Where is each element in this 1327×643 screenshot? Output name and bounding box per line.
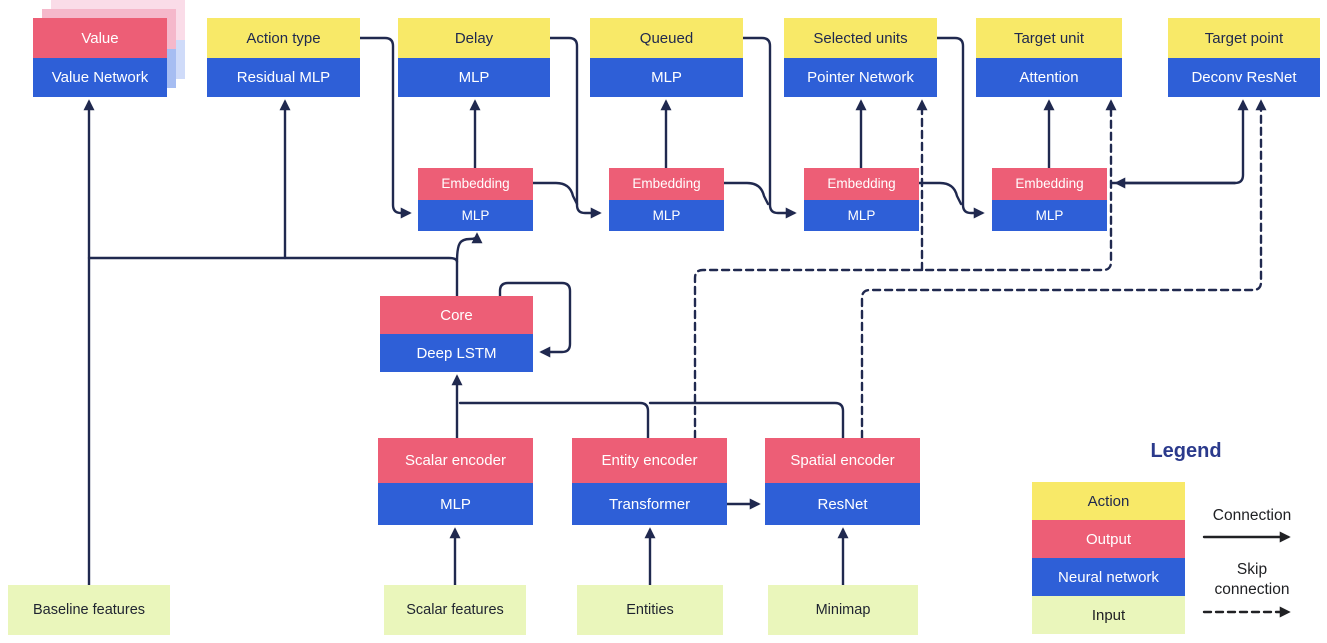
entity-encoder-label: Entity encoder	[572, 438, 727, 483]
node-minimap: Minimap	[768, 585, 918, 635]
node-value-output-label: Value	[33, 18, 167, 58]
line-entity-encoder-to-core	[458, 401, 650, 440]
node-queued-label: Queued	[590, 18, 743, 58]
node-baseline-features: Baseline features	[8, 585, 170, 635]
embedding3-label: Embedding	[804, 168, 919, 200]
node-target-point-label: Target point	[1168, 18, 1320, 58]
legend-color-key: Action Output Neural network Input	[1032, 482, 1185, 634]
spatial-encoder-label: Spatial encoder	[765, 438, 920, 483]
scalar-encoder-mlp-label: MLP	[378, 483, 533, 525]
scalar-encoder-label: Scalar encoder	[378, 438, 533, 483]
node-queued: Queued MLP	[590, 18, 743, 97]
node-embedding-4: Embedding MLP	[992, 168, 1107, 231]
arrow-to-deconv-resnet	[1110, 99, 1249, 185]
node-target-unit: Target unit Attention	[976, 18, 1122, 97]
line-embedding3-to-embedding4	[917, 181, 963, 206]
node-target-point: Target point Deconv ResNet	[1168, 18, 1320, 97]
deep-lstm-label: Deep LSTM	[380, 334, 533, 372]
embedding2-mlp-label: MLP	[609, 200, 724, 231]
resnet-label: ResNet	[765, 483, 920, 525]
node-action-type-label: Action type	[207, 18, 360, 58]
legend-item-action: Action	[1032, 482, 1185, 520]
core-label: Core	[380, 296, 533, 334]
node-value: Value Value Network	[33, 18, 167, 97]
node-value-network-label: Value Network	[33, 58, 167, 97]
line-core-output-trunk	[87, 256, 459, 298]
node-core: Core Deep LSTM	[380, 296, 533, 372]
node-spatial-encoder: Spatial encoder ResNet	[765, 438, 920, 525]
transformer-label: Transformer	[572, 483, 727, 525]
embedding3-mlp-label: MLP	[804, 200, 919, 231]
line-embedding1-to-embedding2	[531, 181, 579, 206]
node-delay-label: Delay	[398, 18, 550, 58]
node-delay-mlp-label: MLP	[398, 58, 550, 97]
embedding1-mlp-label: MLP	[418, 200, 533, 231]
embedding4-mlp-label: MLP	[992, 200, 1107, 231]
node-selected-units-label: Selected units	[784, 18, 937, 58]
embedding2-label: Embedding	[609, 168, 724, 200]
line-spatial-encoder-to-core	[648, 401, 845, 440]
line-embedding2-to-embedding3	[722, 181, 770, 206]
node-entities: Entities	[577, 585, 723, 635]
skip-spatial-to-deconv-resnet	[860, 99, 1267, 440]
node-delay: Delay MLP	[398, 18, 550, 97]
node-selected-units: Selected units Pointer Network	[784, 18, 937, 97]
embedding4-label: Embedding	[992, 168, 1107, 200]
legend-skip-connection-label: Skip connection	[1214, 561, 1290, 599]
arrow-core-to-embedding1	[455, 232, 483, 264]
node-embedding-3: Embedding MLP	[804, 168, 919, 231]
node-entity-encoder: Entity encoder Transformer	[572, 438, 727, 525]
node-pointer-network-label: Pointer Network	[784, 58, 937, 97]
legend-title: Legend	[1150, 440, 1222, 462]
node-queued-mlp-label: MLP	[590, 58, 743, 97]
node-scalar-features: Scalar features	[384, 585, 526, 635]
node-residual-mlp-label: Residual MLP	[207, 58, 360, 97]
legend-connection-label: Connection	[1212, 507, 1292, 524]
node-embedding-2: Embedding MLP	[609, 168, 724, 231]
node-action-type: Action type Residual MLP	[207, 18, 360, 97]
skip-entity-to-attention	[693, 99, 1117, 440]
node-deconv-resnet-label: Deconv ResNet	[1168, 58, 1320, 97]
embedding1-label: Embedding	[418, 168, 533, 200]
legend-item-output: Output	[1032, 520, 1185, 558]
node-target-unit-label: Target unit	[976, 18, 1122, 58]
legend-item-neural-network: Neural network	[1032, 558, 1185, 596]
node-embedding-1: Embedding MLP	[418, 168, 533, 231]
legend-item-input: Input	[1032, 596, 1185, 634]
node-attention-label: Attention	[976, 58, 1122, 97]
node-scalar-encoder: Scalar encoder MLP	[378, 438, 533, 525]
